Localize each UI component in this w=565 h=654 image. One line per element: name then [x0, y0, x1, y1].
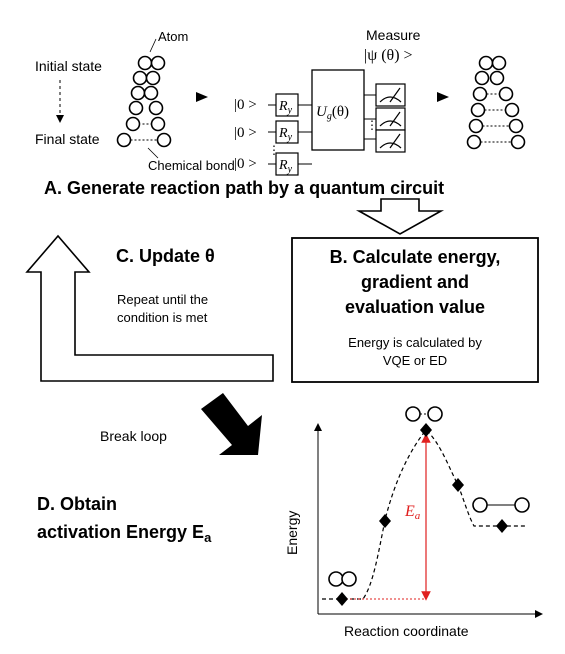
step-b-title-3: evaluation value — [345, 297, 485, 317]
energy-xlabel: Reaction coordinate — [344, 623, 469, 639]
break-loop-label: Break loop — [100, 428, 167, 444]
initial-molecule — [116, 55, 172, 148]
initial-state-label: Initial state — [35, 58, 102, 74]
qubit-inputs: |0 > |0 > |0 > ⋮ — [234, 97, 280, 172]
loop-arrow-b-to-a — [25, 234, 274, 382]
energy-diagram: Energy Reaction coordinate Ea — [284, 406, 543, 639]
measure-label: Measure — [366, 27, 421, 43]
ket-zero-3: |0 > — [234, 156, 257, 172]
energy-markers — [336, 423, 508, 606]
psi-label: |ψ (θ) > — [364, 47, 413, 64]
final-state-label: Final state — [35, 131, 100, 147]
atom-label: Atom — [158, 29, 188, 44]
step-d-title-2: activation Energy Ea — [37, 522, 212, 545]
step-b-note-1: Energy is calculated by — [348, 335, 482, 350]
ket-zero-1: |0 > — [234, 97, 257, 113]
arrow-to-circuit — [196, 92, 208, 102]
ket-zero-2: |0 > — [234, 125, 257, 141]
energy-ylabel: Energy — [284, 511, 300, 555]
circuit-section: Atom Initial state Final state Chemical … — [35, 27, 526, 176]
ry-gates: Ry Ry Ry — [275, 93, 299, 176]
step-a-label: A. Generate reaction path by a quantum c… — [44, 178, 444, 198]
output-molecule — [466, 55, 526, 150]
ry-label-2: Ry — [278, 126, 293, 143]
step-c-note-2: condition is met — [117, 310, 208, 325]
arrow-to-output — [437, 92, 449, 102]
marker-descent — [452, 478, 464, 492]
meter-ellipsis: ⋮ — [366, 118, 378, 132]
unitary-gate — [311, 69, 365, 151]
marker-rise — [379, 514, 391, 528]
bond-pointer — [147, 147, 159, 159]
chemical-bond-label: Chemical bond — [148, 158, 235, 173]
atom-pointer — [149, 38, 157, 53]
ry-label-3: Ry — [278, 158, 293, 175]
marker-product — [496, 519, 508, 533]
ry-label-1: Ry — [278, 99, 293, 116]
arrow-a-to-b — [355, 198, 445, 235]
measurement-meters — [375, 83, 406, 153]
step-d-title-1: D. Obtain — [37, 494, 117, 514]
step-b-title-2: gradient and — [361, 272, 469, 292]
ry-gate-1 — [275, 93, 299, 117]
qubit-wires — [268, 94, 376, 165]
ea-label: Ea — [404, 503, 421, 522]
unitary-label: Ug(θ) — [316, 104, 349, 122]
step-b-box — [291, 237, 539, 383]
step-c-title: C. Update θ — [116, 246, 215, 266]
marker-transition-state — [420, 423, 432, 437]
break-loop-arrow — [201, 393, 262, 455]
step-b-note-2: VQE or ED — [383, 353, 447, 368]
ry-gate-2 — [275, 120, 299, 144]
plot-molecules — [328, 406, 530, 587]
step-c-note-1: Repeat until the — [117, 292, 208, 307]
step-b-title-1: B. Calculate energy, — [330, 247, 501, 267]
marker-reactant — [336, 592, 348, 606]
ry-gate-3 — [275, 152, 299, 176]
